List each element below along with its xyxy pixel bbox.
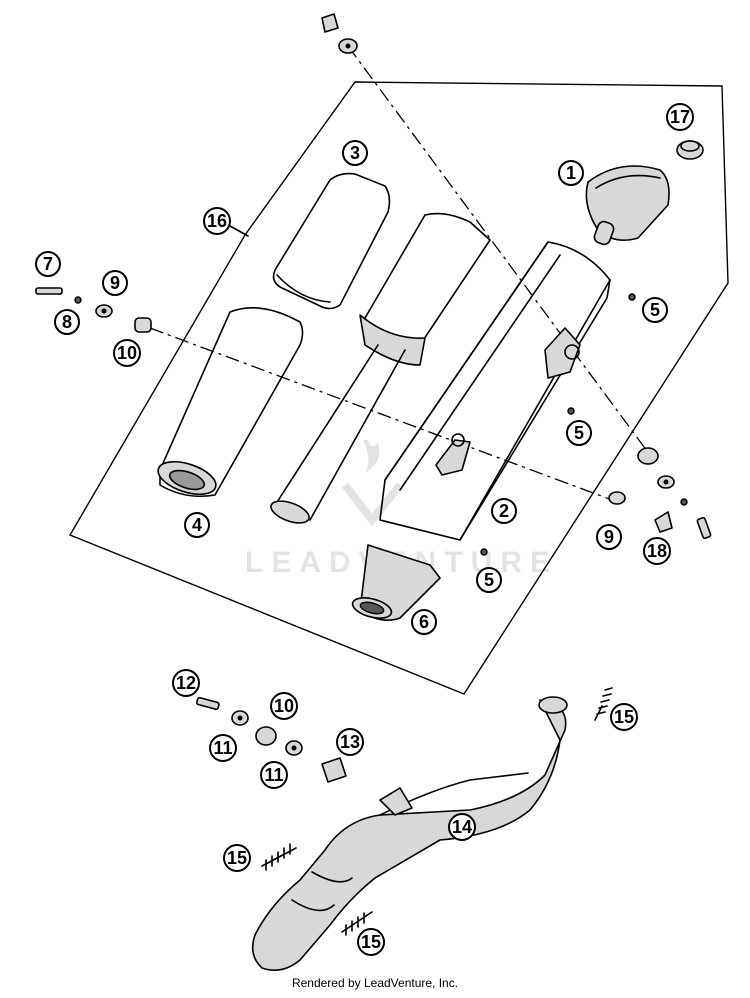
callout-label: 11 xyxy=(264,765,283,785)
callout-label: 9 xyxy=(604,527,614,547)
callout-4[interactable]: 4 xyxy=(184,512,210,538)
axis-line-middle xyxy=(149,327,613,501)
callout-9[interactable]: 9 xyxy=(596,524,622,550)
callout-label: 7 xyxy=(43,254,53,274)
callout-3[interactable]: 3 xyxy=(342,140,368,166)
callout-label: 15 xyxy=(614,707,634,727)
callout-label: 15 xyxy=(361,932,381,952)
callout-label: 18 xyxy=(647,541,667,561)
callout-9[interactable]: 9 xyxy=(102,270,128,296)
callout-label: 17 xyxy=(670,107,690,127)
callout-label: 12 xyxy=(176,673,196,693)
callout-label: 6 xyxy=(419,612,429,632)
callout-label: 10 xyxy=(117,343,137,363)
left-mount-hardware xyxy=(35,287,152,333)
callout-label: 5 xyxy=(484,570,494,590)
callout-label: 15 xyxy=(227,848,247,868)
callout-2[interactable]: 2 xyxy=(491,498,517,524)
part-inner-core xyxy=(270,212,491,524)
callout-15[interactable]: 15 xyxy=(610,703,638,731)
callout-label: 10 xyxy=(274,696,294,716)
callout-label: 8 xyxy=(62,312,72,332)
callout-5[interactable]: 5 xyxy=(476,567,502,593)
callout-8[interactable]: 8 xyxy=(54,309,80,335)
top-bracket-hardware xyxy=(321,13,358,54)
callout-1[interactable]: 1 xyxy=(558,160,584,186)
header-mount-hardware xyxy=(195,696,347,783)
part-2-silencer-body xyxy=(379,241,611,541)
right-mount-hardware xyxy=(608,447,712,540)
part-6-end-cone xyxy=(351,544,441,621)
part-17-grommet xyxy=(676,140,704,160)
callout-16-leader xyxy=(229,225,249,237)
callout-13[interactable]: 13 xyxy=(336,728,364,756)
callout-label: 13 xyxy=(340,732,360,752)
callout-11[interactable]: 11 xyxy=(209,734,237,762)
callout-5[interactable]: 5 xyxy=(566,420,592,446)
callout-10[interactable]: 10 xyxy=(113,339,141,367)
callout-label: 4 xyxy=(192,515,202,535)
footer-credit: Rendered by LeadVenture, Inc. xyxy=(291,976,459,990)
part-3-packing xyxy=(272,172,391,310)
part-4-outer-sleeve xyxy=(157,306,304,498)
callout-16[interactable]: 16 xyxy=(203,207,231,235)
callout-label: 5 xyxy=(650,300,660,320)
callout-6[interactable]: 6 xyxy=(411,609,437,635)
callout-14[interactable]: 14 xyxy=(448,813,476,841)
callout-12[interactable]: 12 xyxy=(172,669,200,697)
callout-15[interactable]: 15 xyxy=(357,928,385,956)
callout-15[interactable]: 15 xyxy=(223,844,251,872)
callout-18[interactable]: 18 xyxy=(643,537,671,565)
callout-label: 11 xyxy=(213,738,232,758)
callout-7[interactable]: 7 xyxy=(35,251,61,277)
callout-label: 3 xyxy=(350,143,360,163)
callout-label: 2 xyxy=(499,501,509,521)
callout-label: 1 xyxy=(566,163,576,183)
part-1-end-cap xyxy=(585,165,670,246)
callout-label: 16 xyxy=(207,211,227,231)
part-14-header-pipe xyxy=(251,696,568,971)
callout-label: 14 xyxy=(452,817,472,837)
callout-5[interactable]: 5 xyxy=(642,297,668,323)
axis-line-top xyxy=(347,45,651,456)
part-15-springs xyxy=(261,687,613,936)
part-5-screws xyxy=(480,293,636,556)
callout-label: 9 xyxy=(110,273,120,293)
callout-11[interactable]: 11 xyxy=(260,761,288,789)
callout-label: 5 xyxy=(574,423,584,443)
callout-10[interactable]: 10 xyxy=(270,692,298,720)
callout-17[interactable]: 17 xyxy=(666,103,694,131)
